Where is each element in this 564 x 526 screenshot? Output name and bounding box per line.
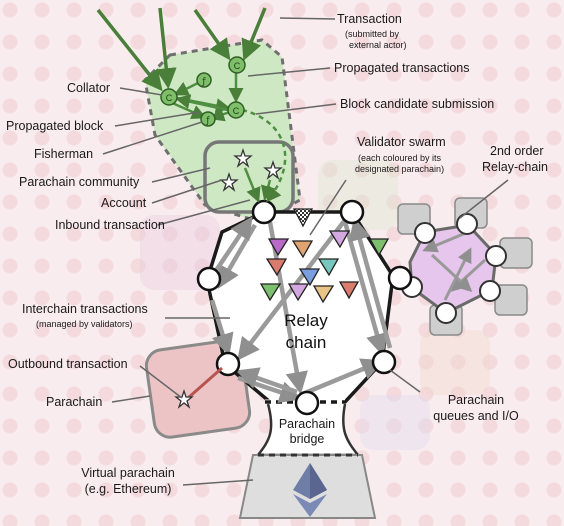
validator xyxy=(291,240,314,259)
label-parachain-community: Parachain community xyxy=(19,175,140,189)
svg-text:ƒ: ƒ xyxy=(205,116,210,126)
label-parachain-bridge-1: Parachain xyxy=(279,417,335,431)
label-interchain-sub: (managed by validators) xyxy=(36,319,133,329)
label-queues-1: Parachain xyxy=(448,393,504,407)
outbound-arrow xyxy=(187,366,223,400)
relay-node xyxy=(251,199,277,225)
label-fisherman: Fisherman xyxy=(34,147,93,161)
collator-icon xyxy=(227,101,245,119)
relay-node xyxy=(294,390,320,416)
label-block-candidate-submission: Block candidate submission xyxy=(340,97,494,111)
svg-text:ƒ: ƒ xyxy=(201,77,206,87)
leader-lines xyxy=(102,17,509,486)
ethereum-icon xyxy=(293,463,327,517)
relay-node xyxy=(339,199,365,225)
validator xyxy=(265,258,288,277)
collator-network xyxy=(169,72,287,203)
parachain-community[interactable] xyxy=(143,38,302,224)
star-icon xyxy=(263,159,283,180)
relay-node xyxy=(371,349,397,375)
background-parachains xyxy=(140,160,490,450)
star-icon xyxy=(219,171,239,192)
validator xyxy=(259,283,282,302)
validator xyxy=(267,238,290,257)
label-second-order-1: 2nd order xyxy=(490,144,544,158)
label-virtual-1: Virtual parachain xyxy=(81,466,175,480)
label-relay-2: chain xyxy=(286,333,327,352)
fisherman-icon xyxy=(196,72,212,88)
label-outbound-transaction: Outbound transaction xyxy=(8,357,128,371)
validator xyxy=(328,230,351,249)
label-validator-swarm-sub1: (each coloured by its xyxy=(358,153,442,163)
label-interchain-transactions: Interchain transactions xyxy=(22,302,148,316)
relay-node xyxy=(215,351,241,377)
label-relay-1: Relay xyxy=(284,311,328,330)
validator xyxy=(298,268,321,287)
relay-node xyxy=(196,266,222,292)
svg-text:C: C xyxy=(234,61,241,71)
collator-nodes: C C C ƒ ƒ xyxy=(160,56,246,127)
label-account: Account xyxy=(101,196,147,210)
inbound-arrows xyxy=(243,167,276,203)
label-parachain-bridge-2: bridge xyxy=(290,432,325,446)
label-parachain: Parachain xyxy=(46,395,102,409)
label-propagated-block: Propagated block xyxy=(6,119,104,133)
star-icon xyxy=(174,388,194,409)
star-icon xyxy=(233,147,253,168)
validator xyxy=(292,208,314,228)
relay-node xyxy=(387,265,413,291)
collator-icon xyxy=(160,88,178,106)
validator xyxy=(312,285,335,304)
label-virtual-2: (e.g. Ethereum) xyxy=(85,482,172,496)
second-order-relay-chain[interactable] xyxy=(397,197,533,336)
collator-icon xyxy=(228,56,246,74)
validator xyxy=(368,238,390,257)
label-transaction-sub1: (submitted by xyxy=(345,29,400,39)
label-collator: Collator xyxy=(67,81,110,95)
transaction-arrows xyxy=(96,7,267,92)
label-validator-swarm: Validator swarm xyxy=(357,135,446,149)
label-inbound-transaction: Inbound transaction xyxy=(55,218,165,232)
label-propagated-transactions: Propagated transactions xyxy=(334,61,470,75)
validator-swarm xyxy=(259,208,390,304)
relay-nodes xyxy=(196,199,413,416)
account-stars xyxy=(219,147,283,192)
validator xyxy=(287,283,310,302)
svg-text:C: C xyxy=(166,93,173,103)
label-validator-swarm-sub2: designated parachain) xyxy=(355,164,444,174)
label-transaction: Transaction xyxy=(337,12,402,26)
label-queues-2: queues and I/O xyxy=(433,409,519,423)
label-second-order-2: Relay-chain xyxy=(482,160,548,174)
fisherman-icon xyxy=(200,111,216,127)
virtual-parachain[interactable] xyxy=(238,453,377,519)
label-transaction-sub2: external actor) xyxy=(349,40,407,50)
validator xyxy=(338,281,360,300)
validator xyxy=(317,258,340,277)
labels: Transaction (submitted by external actor… xyxy=(6,12,548,496)
svg-text:C: C xyxy=(233,106,240,116)
